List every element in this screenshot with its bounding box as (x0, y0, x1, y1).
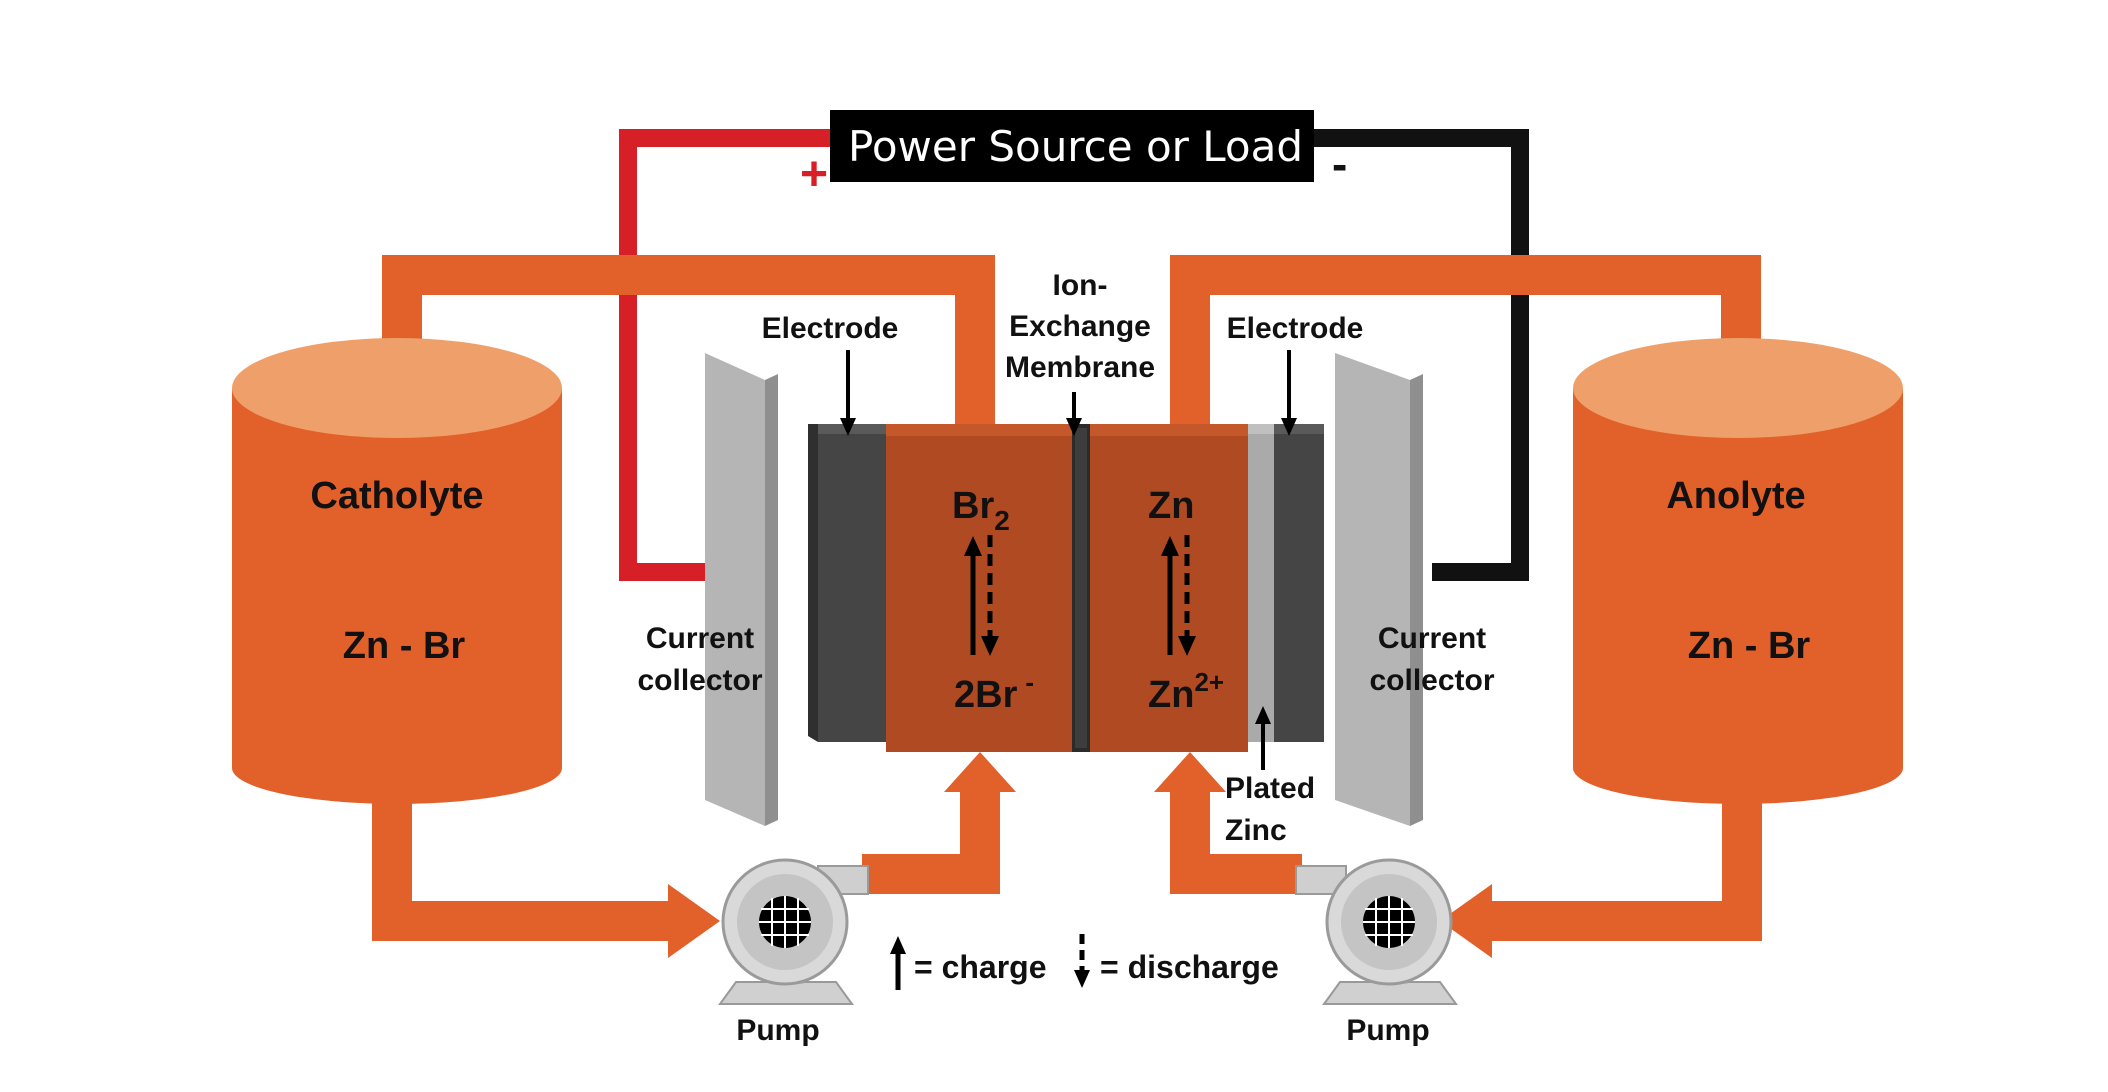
anolyte-title: Anolyte (1666, 475, 1805, 517)
power-source-box: Power Source or Load (830, 110, 1314, 182)
current-collector-right-label-line1: Current (1378, 622, 1486, 655)
pump-left (718, 858, 869, 1005)
membrane-label-line1: Ion- (1053, 269, 1108, 302)
electrode-right (1274, 424, 1324, 742)
plated-zinc-layer (1248, 424, 1274, 742)
power-source-label: Power Source or Load (848, 122, 1303, 171)
bottom-flow-pipe-left (372, 795, 720, 958)
positive-wire (619, 129, 830, 581)
membrane-label-line2: Exchange (1009, 310, 1151, 343)
legend-discharge-label: = discharge (1100, 949, 1279, 985)
positive-sign: + (800, 148, 828, 201)
legend-charge-arrow (890, 936, 906, 990)
electrode-right-label: Electrode (1227, 312, 1364, 345)
electrode-left-label: Electrode (762, 312, 899, 345)
electrode-left-pointer (840, 350, 856, 436)
plated-zinc-pointer (1255, 706, 1271, 770)
bottom-flow-pipe-right (1440, 795, 1762, 958)
catholyte-content: Zn - Br (343, 625, 466, 667)
discharge-arrow-left (981, 535, 999, 656)
charge-arrow-left (964, 536, 982, 655)
pump-outlet-pipe-right (1154, 752, 1302, 894)
charge-arrow-right (1161, 536, 1179, 655)
reaction-2br: 2Br- (954, 667, 1034, 716)
legend-discharge-arrow (1074, 934, 1090, 988)
current-collector-left (705, 353, 778, 826)
anolyte-tank: Anolyte Zn - Br (1573, 338, 1903, 804)
discharge-arrow-right (1178, 535, 1196, 656)
catholyte-title: Catholyte (310, 475, 483, 517)
anolyte-content: Zn - Br (1688, 625, 1811, 667)
pump-right-label: Pump (1346, 1014, 1429, 1047)
electrode-right-pointer (1281, 350, 1297, 436)
left-electrolyte-chamber (886, 424, 1072, 752)
current-collector-left-label-line2: collector (637, 664, 762, 697)
catholyte-tank: Catholyte Zn - Br (232, 338, 562, 804)
electrode-left-side (808, 424, 818, 742)
pump-outlet-pipe-left (862, 752, 1016, 894)
pump-left-label: Pump (736, 1014, 819, 1047)
current-collector-right (1335, 353, 1423, 826)
negative-sign: - (1332, 138, 1347, 190)
current-collector-right-label-line2: collector (1369, 664, 1494, 697)
membrane-label-line3: Membrane (1005, 351, 1155, 384)
cell-stack (808, 424, 1324, 752)
membrane-pointer (1066, 392, 1082, 436)
plated-zinc-label-line1: Plated (1225, 772, 1315, 805)
current-collector-left-label-line1: Current (646, 622, 754, 655)
reaction-zn2: Zn2+ (1148, 667, 1224, 716)
plated-zinc-label-line2: Zinc (1225, 814, 1287, 847)
electrode-left (818, 424, 886, 742)
negative-wire (1310, 129, 1529, 581)
reaction-zn: Zn (1148, 485, 1194, 527)
reaction-br2: Br2 (952, 485, 1010, 536)
legend-charge-label: = charge (914, 949, 1047, 985)
pump-right (1295, 858, 1458, 1005)
